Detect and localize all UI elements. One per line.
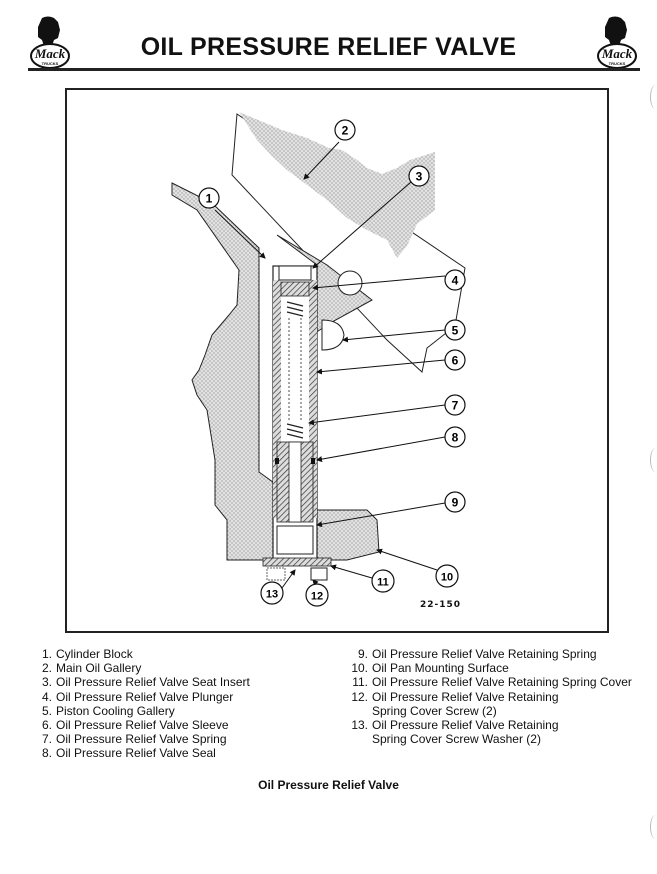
legend-num: 9. <box>357 647 368 661</box>
svg-text:9: 9 <box>452 496 459 510</box>
legend-text: Oil Pressure Relief Valve Seat Insert <box>56 675 250 690</box>
legend-text: Oil Pressure Relief Valve Retaining Spri… <box>372 647 597 661</box>
legend-text: Cylinder Block <box>56 647 133 661</box>
callout-4: 4 <box>444 269 466 291</box>
svg-text:TRUCKS: TRUCKS <box>609 61 626 66</box>
legend-num: 12. <box>351 689 368 704</box>
legend-item: 10. Oil Pan Mounting Surface <box>346 661 632 675</box>
legend-text: Oil Pressure Relief Valve Retaining Spri… <box>372 689 559 718</box>
legend-item: 1. Cylinder Block <box>30 647 250 661</box>
legend-text: Piston Cooling Gallery <box>56 703 175 718</box>
svg-text:8: 8 <box>452 431 459 445</box>
legend-num: 1. <box>41 647 52 661</box>
legend-num: 8. <box>41 746 52 761</box>
callout-13: 13 <box>260 581 284 605</box>
svg-text:Mack: Mack <box>34 46 66 61</box>
figure-frame: 1 2 3 4 5 6 7 8 9 10 11 12 13 <box>65 88 609 633</box>
cylinder-block <box>171 182 278 561</box>
callout-8: 8 <box>444 426 466 448</box>
legend-num: 6. <box>41 718 52 733</box>
legend-left: 1. Cylinder Block 2. Main Oil Gallery 3. Oi… <box>30 647 250 761</box>
callout-9: 9 <box>444 491 466 513</box>
legend-text: Oil Pressure Relief Valve Retaining Spri… <box>372 675 632 690</box>
legend-num: 13. <box>351 718 368 733</box>
legend-text: Oil Pressure Relief Valve Sleeve <box>56 718 229 733</box>
figure-number: 22-150 <box>420 600 462 610</box>
callout-2: 2 <box>334 119 356 141</box>
mack-logo-icon: Mack TRUCKS <box>597 16 637 69</box>
legend-item: 12. Oil Pressure Relief Valve Retaining S… <box>346 690 632 718</box>
legend-num: 11. <box>352 675 368 690</box>
page-title: OIL PRESSURE RELIEF VALVE <box>140 33 517 61</box>
legend-item: 4. Oil Pressure Relief Valve Plunger <box>30 690 250 704</box>
legend-item: 9. Oil Pressure Relief Valve Retaining Sp… <box>346 647 632 661</box>
callout-3: 3 <box>408 165 430 187</box>
callout-12: 12 <box>305 583 329 607</box>
callout-6: 6 <box>444 349 466 371</box>
legend-item: 5. Piston Cooling Gallery <box>30 704 250 718</box>
legend-item: 11. Oil Pressure Relief Valve Retaining S… <box>346 675 632 689</box>
callout-11: 11 <box>371 569 395 593</box>
legend-num: 3. <box>41 675 52 690</box>
svg-text:5: 5 <box>452 324 459 338</box>
svg-text:13: 13 <box>266 589 278 601</box>
svg-text:1: 1 <box>206 192 213 206</box>
callout-5: 5 <box>444 319 466 341</box>
binder-hole-mark <box>650 448 657 472</box>
legend-num: 7. <box>41 732 52 747</box>
legend-item: 8. Oil Pressure Relief Valve Seal <box>30 746 250 760</box>
spring-cover <box>262 557 332 567</box>
svg-text:6: 6 <box>452 354 459 368</box>
svg-text:4: 4 <box>452 274 459 288</box>
svg-text:TRUCKS: TRUCKS <box>42 61 59 66</box>
figure-caption: Oil Pressure Relief Valve <box>258 778 399 792</box>
legend-right: 9. Oil Pressure Relief Valve Retaining Sp… <box>346 647 632 746</box>
legend-text: Main Oil Gallery <box>56 661 142 676</box>
svg-text:11: 11 <box>377 577 389 589</box>
binder-hole-mark <box>650 815 657 839</box>
page-header: Mack TRUCKS OIL PRESSURE RELIEF VALVE Ma… <box>0 0 657 75</box>
svg-text:3: 3 <box>416 170 423 184</box>
svg-text:7: 7 <box>452 399 459 413</box>
legend-text: Oil Pan Mounting Surface <box>372 661 509 676</box>
legend-item: 6. Oil Pressure Relief Valve Sleeve <box>30 718 250 732</box>
legend-num: 4. <box>41 689 52 704</box>
legend-text: Oil Pressure Relief Valve Spring <box>56 732 227 747</box>
callout-10: 10 <box>435 564 459 588</box>
binder-hole-mark <box>650 85 657 109</box>
main-oil-gallery <box>231 113 466 373</box>
svg-text:Mack: Mack <box>601 46 633 61</box>
title-rule <box>28 68 640 71</box>
plunger <box>280 281 310 297</box>
legend-num: 5. <box>41 703 52 718</box>
callout-1: 1 <box>198 187 220 209</box>
svg-text:12: 12 <box>311 591 323 603</box>
legend-text: Oil Pressure Relief Valve Plunger <box>56 689 234 704</box>
relief-valve-spring <box>286 301 304 439</box>
legend-num: 10. <box>351 661 368 676</box>
legend-item: 3. Oil Pressure Relief Valve Seat Insert <box>30 675 250 689</box>
svg-text:2: 2 <box>342 124 349 138</box>
legend-item: 2. Main Oil Gallery <box>30 661 250 675</box>
legend-text: Oil Pressure Relief Valve Seal <box>56 746 216 761</box>
legend-item: 7. Oil Pressure Relief Valve Spring <box>30 732 250 746</box>
valve-cross-section-diagram: 1 2 3 4 5 6 7 8 9 10 11 12 13 <box>171 112 466 607</box>
legend-num: 2. <box>41 661 52 676</box>
legend-text: Oil Pressure Relief Valve Retaining Spri… <box>372 718 559 747</box>
svg-text:10: 10 <box>441 572 453 584</box>
callout-7: 7 <box>444 394 466 416</box>
legend-item: 13. Oil Pressure Relief Valve Retaining S… <box>346 718 632 746</box>
